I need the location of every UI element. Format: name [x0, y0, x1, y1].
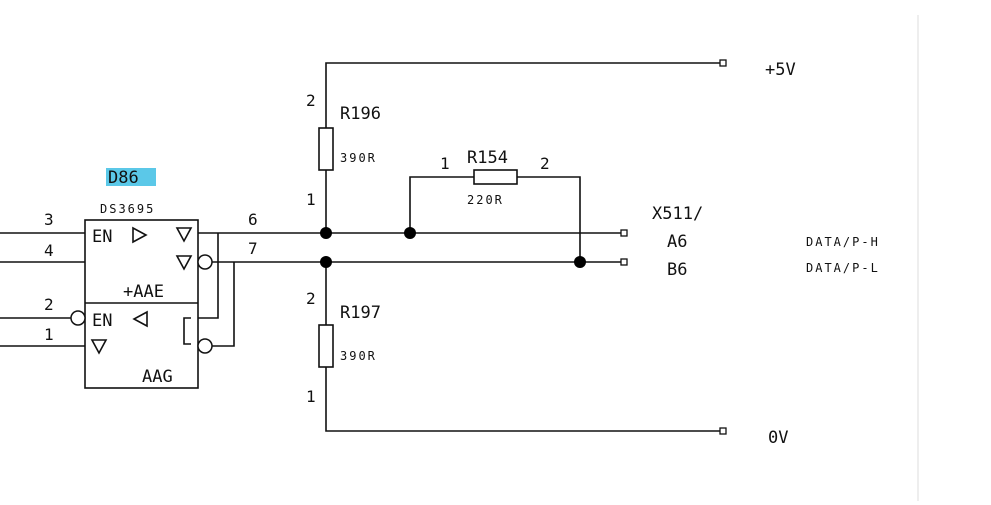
supply-plus-label: +5V [765, 60, 796, 80]
junction-r154-h [404, 227, 416, 239]
pin-7-label: 7 [248, 239, 258, 258]
wire-feedback-l [212, 262, 235, 347]
r197-pin1: 1 [306, 387, 316, 406]
bracket-symbol [183, 317, 191, 345]
wire-r154-left [409, 176, 474, 233]
junction-r197 [320, 256, 332, 268]
ic-en-label-bottom: EN [92, 311, 112, 331]
pin-6-label: 6 [248, 210, 258, 229]
output-triangle-bottom [175, 255, 193, 271]
r154-name: R154 [467, 148, 508, 168]
ic-en-label-top: EN [92, 227, 112, 247]
pin-2-label: 2 [44, 295, 54, 314]
r196-name: R196 [340, 104, 381, 124]
wire-r154-right [517, 176, 581, 262]
inversion-bubble-out-low [197, 338, 213, 354]
resistor-r154 [473, 169, 518, 185]
ic-aae-label: +AAE [123, 282, 164, 302]
r196-value: 390R [340, 151, 377, 165]
pin-1-label: 1 [44, 325, 54, 344]
buffer-left-triangle [132, 310, 148, 328]
wire-plus5v [325, 62, 720, 128]
ic-part-label: DS3695 [100, 202, 155, 216]
input-triangle [90, 339, 108, 355]
terminal-a6 [620, 229, 628, 237]
r197-name: R197 [340, 303, 381, 323]
inversion-bubble-in [70, 310, 86, 326]
net-data-h-label: DATA/P-H [806, 235, 880, 249]
ic-aag-label: AAG [142, 367, 173, 387]
connector-b6-label: B6 [667, 260, 687, 280]
ic-ref-highlight [106, 168, 156, 186]
buffer-right-triangle [132, 226, 148, 244]
terminal-plus5v [719, 59, 727, 67]
terminal-zero-v [719, 427, 727, 435]
pin-4-label: 4 [44, 241, 54, 260]
wire-zero-v [325, 367, 720, 432]
margin-mask [919, 225, 991, 285]
r196-pin2: 2 [306, 91, 316, 110]
resistor-r196 [318, 127, 334, 171]
pin-3-label: 3 [44, 210, 54, 229]
net-data-l-label: DATA/P-L [806, 261, 880, 275]
connector-a6-label: A6 [667, 232, 687, 252]
supply-zero-label: 0V [768, 428, 788, 448]
output-triangle-top [175, 227, 193, 243]
resistor-r197 [318, 324, 334, 368]
connector-label: X511/ [652, 204, 703, 224]
r196-pin1: 1 [306, 190, 316, 209]
r154-pin2: 2 [540, 154, 550, 173]
junction-r154-l [574, 256, 586, 268]
r197-pin2: 2 [306, 289, 316, 308]
r154-value: 220R [467, 193, 504, 207]
junction-r196 [320, 227, 332, 239]
r197-value: 390R [340, 349, 377, 363]
inversion-bubble-out-7 [197, 254, 213, 270]
terminal-b6 [620, 258, 628, 266]
r154-pin1: 1 [440, 154, 450, 173]
ic-body [84, 219, 199, 389]
ic-ref-label: D86 [108, 168, 139, 188]
wire-feedback-h [198, 233, 219, 319]
